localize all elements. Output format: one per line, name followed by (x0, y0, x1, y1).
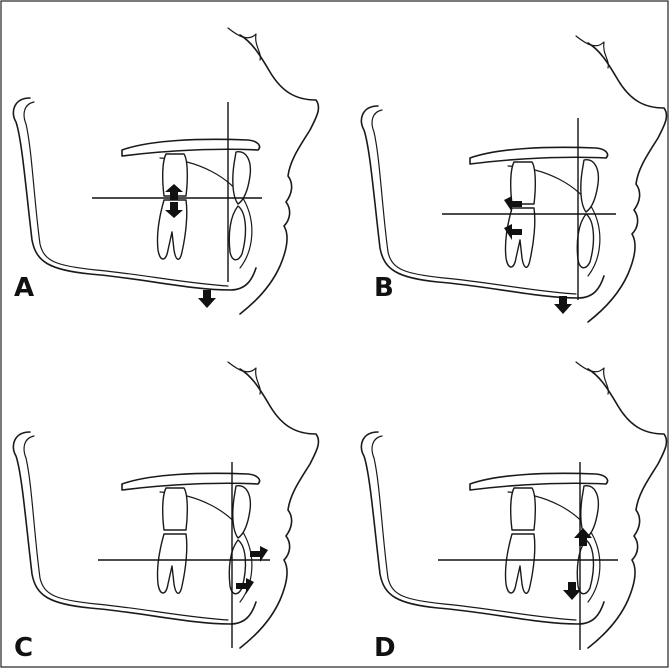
panel-a-tracing (13, 28, 318, 314)
panel-d-label: D (374, 633, 396, 663)
arrow-down-icon (198, 290, 216, 308)
arrow-down-icon (554, 296, 572, 314)
panel-c-tracing (13, 362, 318, 648)
panel-c: C (13, 362, 318, 663)
panel-c-label: C (14, 633, 33, 663)
panel-a-label: A (14, 273, 34, 303)
panel-b: B (361, 36, 666, 322)
panel-b-label: B (374, 273, 394, 303)
panel-d: D (361, 362, 666, 663)
panel-b-tracing (361, 36, 666, 322)
panel-a: A (13, 28, 318, 314)
panel-d-tracing (361, 362, 666, 648)
